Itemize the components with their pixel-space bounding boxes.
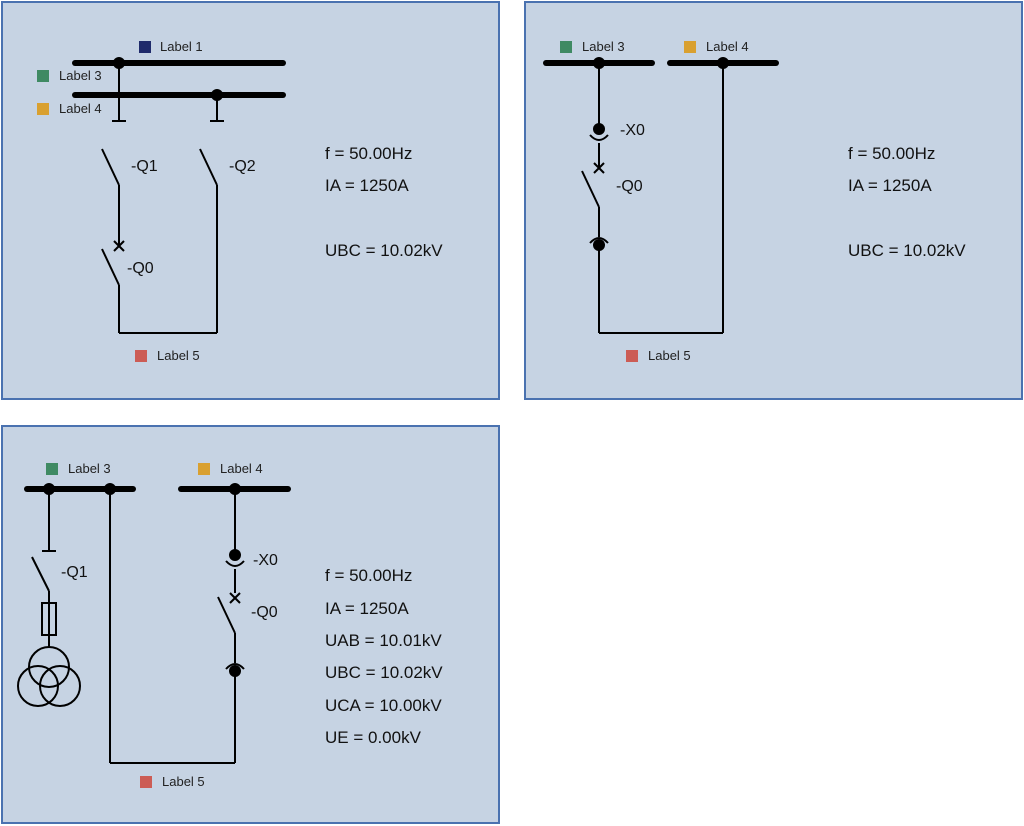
measurement-current: IA = 1250A (325, 599, 409, 618)
label5-marker (140, 776, 152, 788)
label4-text: Label 4 (706, 39, 749, 54)
label5-marker (135, 350, 147, 362)
label5-text: Label 5 (157, 348, 200, 363)
measurement-current: IA = 1250A (848, 176, 932, 195)
label4-text: Label 4 (59, 101, 102, 116)
plug-connector-lower (225, 663, 245, 763)
label3-text: Label 3 (59, 68, 102, 83)
measurement-ue: UE = 0.00kV (325, 728, 422, 747)
single-line-diagram-3: Label 3 Label 4 -Q1 (17, 461, 443, 789)
measurement-uca: UCA = 10.00kV (325, 696, 442, 715)
measurement-ubc: UBC = 10.02kV (325, 241, 443, 260)
measurement-ubc: UBC = 10.02kV (848, 241, 966, 260)
plug-connector-x0 (225, 489, 245, 567)
label1-text: Label 1 (160, 39, 203, 54)
fuse-icon (41, 602, 57, 647)
transformer-icon (17, 646, 81, 707)
disconnector-q1 (101, 63, 126, 247)
plug-connector-x0 (589, 63, 609, 141)
single-line-diagram-2: Label 3 Label 4 -X0 -Q0 (543, 39, 966, 363)
measurement-frequency: f = 50.00Hz (325, 144, 412, 163)
label1-marker (139, 41, 151, 53)
diagram-panel-2: Label 3 Label 4 -X0 -Q0 (524, 1, 1023, 400)
label5-marker (626, 350, 638, 362)
q0-label: -Q0 (616, 178, 643, 195)
measurement-frequency: f = 50.00Hz (325, 566, 412, 585)
x0-label: -X0 (620, 122, 645, 139)
plug-connector-lower (589, 237, 609, 333)
circuit-breaker-q0 (217, 569, 241, 663)
label4-marker (37, 103, 49, 115)
disconnector-q1 (31, 489, 56, 603)
diagram-panel-3: Label 3 Label 4 -Q1 (1, 425, 500, 824)
measurement-uab: UAB = 10.01kV (325, 631, 442, 650)
label4-marker (198, 463, 210, 475)
label4-text: Label 4 (220, 461, 263, 476)
label3-text: Label 3 (68, 461, 111, 476)
q0-label: -Q0 (251, 604, 278, 621)
circuit-breaker-q0 (101, 240, 125, 333)
label3-marker (46, 463, 58, 475)
q2-label: -Q2 (229, 158, 256, 175)
label5-text: Label 5 (648, 348, 691, 363)
circuit-breaker-q0 (581, 143, 605, 237)
disconnector-q2 (199, 95, 224, 333)
single-line-diagram-1: Label 1 Label 3 Label 4 -Q1 -Q0 (37, 39, 443, 363)
q1-label: -Q1 (131, 158, 158, 175)
label3-text: Label 3 (582, 39, 625, 54)
measurement-current: IA = 1250A (325, 176, 409, 195)
diagram-panel-1: Label 1 Label 3 Label 4 -Q1 -Q0 (1, 1, 500, 400)
label3-marker (560, 41, 572, 53)
measurement-frequency: f = 50.00Hz (848, 144, 935, 163)
q0-label: -Q0 (127, 260, 154, 277)
measurement-ubc: UBC = 10.02kV (325, 663, 443, 682)
q1-label: -Q1 (61, 564, 88, 581)
label4-marker (684, 41, 696, 53)
label5-text: Label 5 (162, 774, 205, 789)
x0-label: -X0 (253, 552, 278, 569)
label3-marker (37, 70, 49, 82)
